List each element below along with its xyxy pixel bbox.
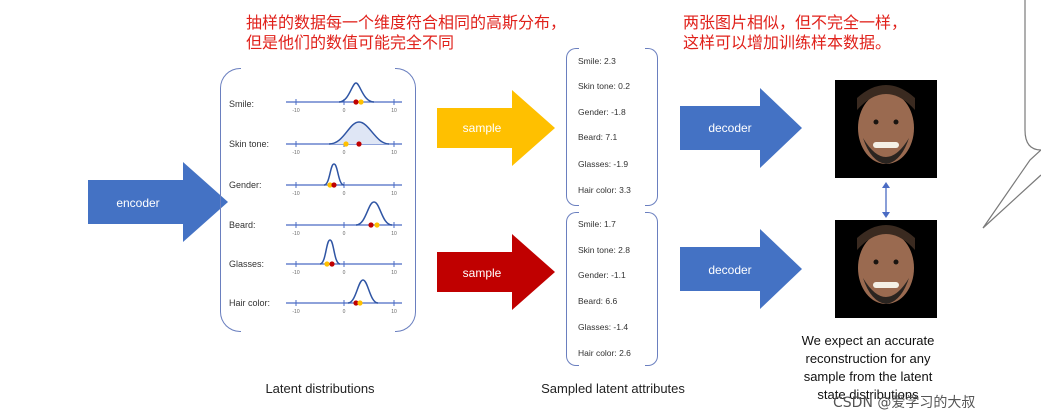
sample-top-bracket-right xyxy=(645,48,658,206)
sample-bottom-label: sample xyxy=(463,266,502,280)
similarity-double-arrow xyxy=(882,182,890,218)
tick-smile-zero: 0 xyxy=(343,108,346,114)
attr-label-skin: Skin tone: xyxy=(229,139,270,149)
expect-line-1: We expect an accurate xyxy=(801,333,935,348)
sample-bottom-3: Beard: 6.6 xyxy=(578,296,618,306)
tick-smile-min: -10 xyxy=(292,108,299,114)
tick-hair-max: 10 xyxy=(391,309,397,315)
sample-top-label: sample xyxy=(463,121,502,135)
tick-skin-max: 10 xyxy=(391,150,397,156)
attr-label-smile: Smile: xyxy=(229,99,255,109)
decoder-arrow-bottom: decoder xyxy=(680,229,802,309)
sample-bottom-1: Skin tone: 2.8 xyxy=(578,245,630,255)
tick-beard-zero: 0 xyxy=(343,231,346,237)
tick-gender-zero: 0 xyxy=(343,191,346,197)
tick-gender-min: -10 xyxy=(292,191,299,197)
expect-line-3: sample from the latent xyxy=(803,369,933,384)
tick-beard-min: -10 xyxy=(292,231,299,237)
note-right-line2: 这样可以增加训练样本数据。 xyxy=(683,33,892,52)
dist-glasses: -10 0 10 xyxy=(286,239,402,276)
sample-bottom-4: Glasses: -1.4 xyxy=(578,322,629,332)
caption-latent-distributions: Latent distributions xyxy=(265,381,375,396)
face-image-top xyxy=(835,80,937,178)
tick-glasses-min: -10 xyxy=(292,270,299,276)
tick-glasses-zero: 0 xyxy=(343,270,346,276)
tick-skin-min: -10 xyxy=(292,150,299,156)
sample-top-3: Beard: 7.1 xyxy=(578,132,618,142)
dist-beard: -10 0 10 xyxy=(286,201,402,237)
tick-glasses-max: 10 xyxy=(391,270,397,276)
dist-hair: -10 0 10 xyxy=(286,279,402,315)
tick-skin-zero: 0 xyxy=(343,150,346,156)
attr-label-hair: Hair color: xyxy=(229,298,271,308)
sample-arrow-top: sample xyxy=(437,90,555,166)
sample-bottom-2: Gender: -1.1 xyxy=(578,270,626,280)
note-right-line1: 两张图片相似，但不完全一样， xyxy=(683,13,908,32)
note-left-line2: 但是他们的数值可能完全不同 xyxy=(246,33,455,52)
dist-skin: -10 0 10 xyxy=(286,121,402,156)
sample-bottom-bracket-right xyxy=(645,212,658,366)
sample-bottom-5: Hair color: 2.6 xyxy=(578,348,631,358)
decoder-top-label: decoder xyxy=(708,121,751,135)
encoder-label: encoder xyxy=(116,196,159,210)
tick-hair-zero: 0 xyxy=(343,309,346,315)
expect-line-2: reconstruction for any xyxy=(805,351,931,366)
note-left-line1: 抽样的数据每一个维度符合相同的高斯分布， xyxy=(246,13,567,32)
sample-bottom-0: Smile: 1.7 xyxy=(578,219,616,229)
decoder-arrow-top: decoder xyxy=(680,88,802,168)
dist-gender: -10 0 10 xyxy=(286,163,402,197)
attr-label-gender: Gender: xyxy=(229,180,262,190)
speech-bubble xyxy=(982,0,1041,229)
watermark: CSDN @爱学习的大叔 xyxy=(833,395,976,411)
tick-hair-min: -10 xyxy=(292,309,299,315)
sample-bottom-bracket-left xyxy=(566,212,579,366)
dist-smile: -10 0 10 xyxy=(286,82,402,114)
attr-label-beard: Beard: xyxy=(229,220,256,230)
decoder-bottom-label: decoder xyxy=(708,263,751,277)
sample-top-2: Gender: -1.8 xyxy=(578,107,626,117)
sample-top-bracket-left xyxy=(566,48,579,206)
tick-smile-max: 10 xyxy=(391,108,397,114)
sample-arrow-bottom: sample xyxy=(437,234,555,310)
sample-top-4: Glasses: -1.9 xyxy=(578,159,629,169)
caption-sampled-latent: Sampled latent attributes xyxy=(541,381,685,396)
attr-label-glasses: Glasses: xyxy=(229,259,265,269)
tick-gender-max: 10 xyxy=(391,191,397,197)
sample-top-0: Smile: 2.3 xyxy=(578,56,616,66)
face-image-bottom xyxy=(835,220,937,318)
tick-beard-max: 10 xyxy=(391,231,397,237)
sample-top-5: Hair color: 3.3 xyxy=(578,185,631,195)
encoder-arrow: encoder xyxy=(88,162,228,242)
expect-line-4: state distributions xyxy=(817,387,919,402)
distribution-plots: -10 0 10 -10 0 10 -10 0 10 -10 0 10 xyxy=(286,82,402,315)
sample-top-1: Skin tone: 0.2 xyxy=(578,81,630,91)
expect-text: We expect an accurate reconstruction for… xyxy=(778,332,958,404)
